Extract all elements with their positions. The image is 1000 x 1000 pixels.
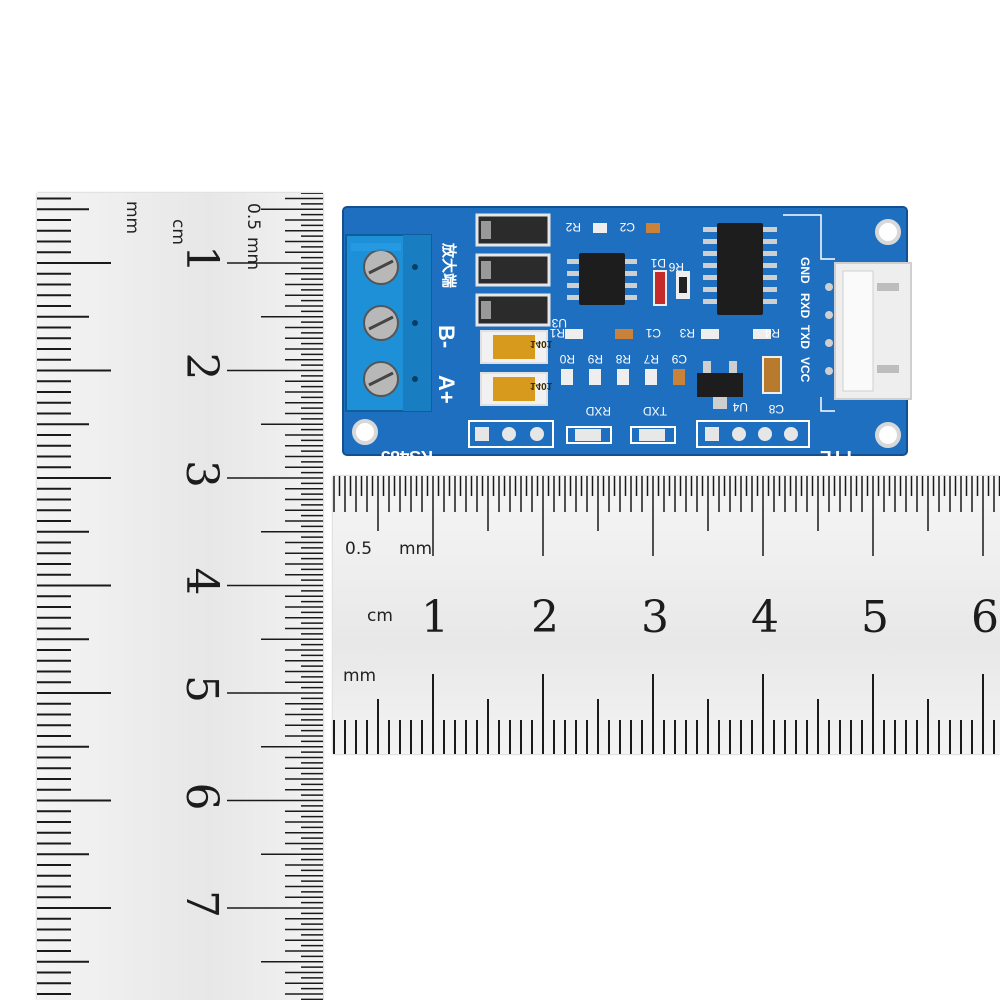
- chip-u3: [567, 253, 637, 305]
- diode-d1: [653, 270, 667, 306]
- label-u3: U3: [551, 316, 567, 330]
- label-b-minus: B-: [434, 325, 459, 348]
- fuse-label: 1401: [530, 380, 553, 391]
- label-d1: D1: [650, 256, 666, 270]
- label-rs485: RS485: [381, 447, 433, 466]
- horizontal-ruler-cm-number: 2: [531, 592, 559, 643]
- rs485-header-pins: [468, 420, 554, 448]
- vertical-ruler-cm-number: 1: [176, 245, 227, 273]
- vertical-ruler-half-mm-value: 0.5: [243, 203, 263, 230]
- vertical-ruler-cm-number: 7: [176, 890, 227, 918]
- ttl-header-pins: [696, 420, 810, 448]
- label-c8: C8: [768, 402, 784, 416]
- label-c2: C2: [619, 220, 635, 234]
- vertical-ruler-numbers: 1 2 3 4 5 6 7: [176, 245, 227, 918]
- horizontal-ruler-cm-number: 1: [421, 592, 449, 643]
- horizontal-ruler-cm-unit: cm: [367, 606, 393, 626]
- horizontal-ruler: 1 2 3 4 5 6 0.5 mm cm mm: [333, 476, 1000, 754]
- label-vcc: VCC: [798, 357, 812, 383]
- label-txd: TXD: [798, 325, 812, 349]
- capacitor-c8: [762, 356, 782, 394]
- horizontal-ruler-cm-number: 3: [641, 592, 669, 643]
- horizontal-ruler-cm-number: 6: [971, 592, 999, 643]
- horizontal-ruler-ticks: [333, 476, 1000, 754]
- vertical-ruler: 1 2 3 4 5 6 7 mm cm 0.5 mm: [37, 193, 323, 1000]
- horizontal-ruler-numbers: 1 2 3 4 5 6: [421, 592, 999, 643]
- vertical-ruler-cm-number: 4: [176, 568, 227, 596]
- horizontal-ruler-cm-number: 4: [751, 592, 779, 643]
- vertical-ruler-cm-number: 5: [176, 675, 227, 703]
- label-a-plus: A+: [434, 375, 459, 404]
- vertical-ruler-cm-number: 6: [176, 783, 227, 811]
- vertical-ruler-cm-number: 3: [176, 460, 227, 488]
- horizontal-ruler-half-mm-value: 0.5: [345, 539, 372, 559]
- tvs-diodes: [475, 213, 551, 327]
- screw-terminal: [345, 234, 432, 412]
- label-c9: C9: [671, 352, 687, 366]
- label-r1: R1: [549, 326, 565, 340]
- label-amplifier: 放大端: [440, 242, 458, 288]
- vertical-ruler-ticks: [37, 193, 323, 1000]
- label-r3: R3: [679, 326, 695, 340]
- label-u4: U4: [732, 400, 748, 414]
- label-r2: R2: [565, 220, 581, 234]
- chip-main-ic: [703, 223, 777, 315]
- label-txd-led: TXD: [643, 404, 667, 418]
- capacitor-c2: [646, 223, 660, 233]
- horizontal-ruler-scale: 1 2 3 4 5 6 0.5 mm cm mm: [333, 476, 1000, 754]
- resistor-r2: [593, 223, 607, 233]
- horizontal-ruler-cm-number: 5: [861, 592, 889, 643]
- label-r4: R4: [764, 326, 780, 340]
- vertical-ruler-scale: 1 2 3 4 5 6 7 mm cm 0.5 mm: [37, 193, 323, 1000]
- led-txd: [639, 429, 665, 441]
- vertical-ruler-cm-unit: cm: [168, 219, 188, 245]
- label-r8: R8: [615, 352, 631, 366]
- label-gnd: GND: [798, 257, 812, 284]
- vertical-ruler-half-mm-unit: mm: [243, 237, 263, 270]
- label-r9: R9: [587, 352, 603, 366]
- mounting-hole: [875, 219, 901, 245]
- horizontal-ruler-half-mm-unit: mm: [399, 539, 432, 559]
- fuses: 1401 1401: [480, 330, 553, 406]
- label-c1: C1: [645, 326, 661, 340]
- label-ttl: TTL: [820, 446, 855, 467]
- vertical-ruler-mm-unit: mm: [122, 201, 142, 234]
- fuse-label: 1401: [530, 338, 553, 349]
- led-rxd: [575, 429, 601, 441]
- ttl-connector: [825, 262, 912, 400]
- label-r7: R7: [643, 352, 659, 366]
- mounting-hole: [352, 419, 378, 445]
- mounting-hole: [875, 422, 901, 448]
- label-rxd-led: RXD: [585, 404, 611, 418]
- horizontal-ruler-mm-unit: mm: [343, 666, 376, 686]
- label-rxd: RXD: [798, 293, 812, 319]
- vertical-ruler-cm-number: 2: [176, 353, 227, 381]
- label-r0: R0: [559, 352, 575, 366]
- label-r6: R6: [668, 260, 684, 274]
- regulator-u4: [697, 361, 743, 409]
